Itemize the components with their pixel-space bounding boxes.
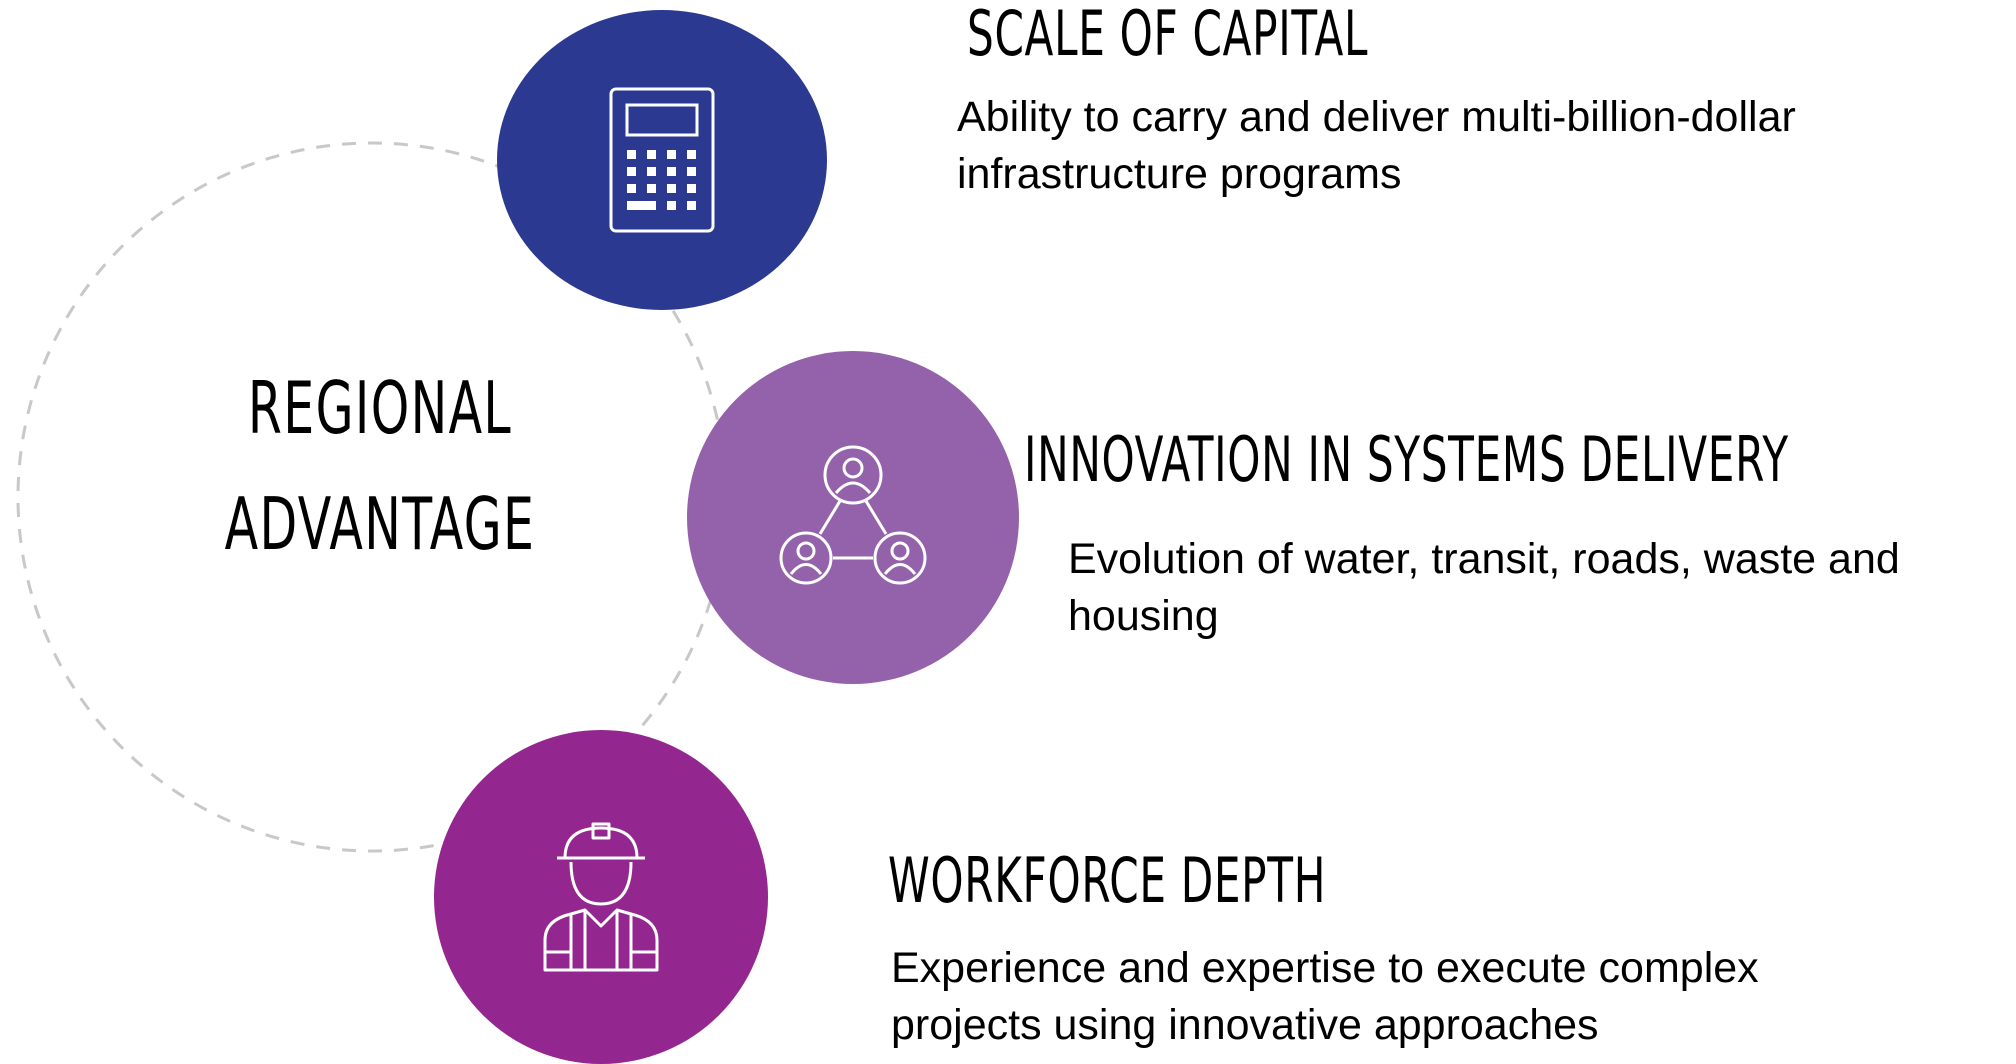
workforce-circle — [434, 730, 768, 1064]
network-people-icon — [779, 445, 927, 584]
innovation-desc-line1: Evolution of water, transit, roads, wast… — [1068, 535, 1900, 583]
construction-worker-icon — [543, 822, 659, 972]
scale-of-capital-heading: SCALE OF CAPITAL — [967, 0, 1369, 70]
innovation-heading: INNOVATION IN SYSTEMS DELIVERY — [1024, 423, 1789, 496]
scale-of-capital-circle — [497, 10, 827, 310]
innovation-circle — [687, 351, 1019, 684]
scale-of-capital-desc-line1: Ability to carry and deliver multi-billi… — [957, 93, 1796, 141]
scale-of-capital-desc-line2: infrastructure programs — [957, 150, 1402, 198]
innovation-desc-line2: housing — [1068, 592, 1219, 640]
scale-of-capital-description: Ability to carry and deliver multi-billi… — [957, 89, 1796, 203]
workforce-heading: WORKFORCE DEPTH — [888, 844, 1327, 917]
workforce-desc-line1: Experience and expertise to execute comp… — [891, 944, 1759, 992]
innovation-description: Evolution of water, transit, roads, wast… — [1068, 531, 1900, 645]
center-title-line2: ADVANTAGE — [224, 482, 536, 566]
center-title-line1: REGIONAL — [247, 366, 513, 450]
center-title: REGIONAL ADVANTAGE — [203, 350, 557, 582]
workforce-desc-line2: projects using innovative approaches — [891, 1001, 1599, 1049]
calculator-icon — [609, 87, 715, 233]
workforce-description: Experience and expertise to execute comp… — [891, 940, 1759, 1054]
